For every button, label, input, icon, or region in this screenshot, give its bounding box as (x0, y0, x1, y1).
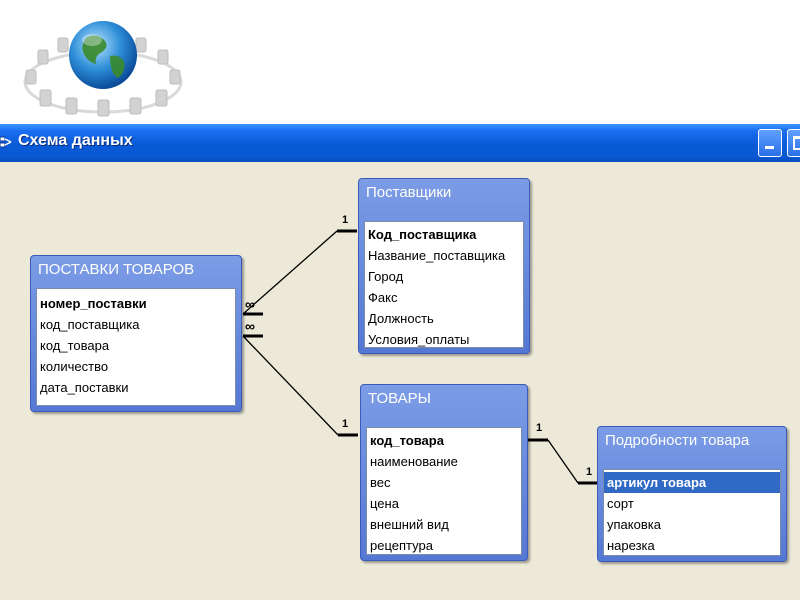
table-title: Поставщики (366, 184, 452, 201)
table-tovary[interactable]: ТОВАРЫ код_товара наименование вес цена … (360, 384, 528, 561)
diagram-canvas: ∞ ∞ 1 1 1 1 ПОСТАВКИ ТОВАРОВ номер_поста… (0, 162, 800, 600)
one-symbol: 1 (536, 422, 543, 434)
field-list: номер_поставки код_поставщика код_товара… (36, 288, 236, 406)
one-symbol: 1 (342, 418, 349, 430)
relationship-line-goods (242, 335, 339, 436)
table-postavshchiki[interactable]: Поставщики Код_поставщика Название_поста… (358, 178, 530, 354)
field-item[interactable]: Код_поставщика (368, 227, 477, 242)
field-item[interactable]: Название_поставщика (368, 248, 506, 263)
relationship-line-suppliers (242, 230, 338, 315)
field-item[interactable]: нарезка (607, 538, 655, 553)
relationships-window-icon (0, 136, 12, 148)
field-item[interactable]: рецептура (370, 538, 433, 553)
maximize-button[interactable] (787, 129, 800, 157)
relationship-line-details (547, 439, 579, 484)
one-symbol: 1 (342, 214, 349, 226)
relationship-lines (242, 229, 598, 485)
field-item[interactable]: Факс (368, 290, 398, 305)
field-item[interactable]: Должность (368, 311, 434, 326)
minimize-button[interactable] (758, 129, 782, 157)
field-item[interactable]: цена (370, 496, 399, 511)
title-bar[interactable]: Схема данных (0, 124, 800, 162)
field-item[interactable]: сорт (607, 496, 634, 511)
field-item[interactable]: Условия_оплаты (368, 332, 470, 347)
field-list: код_товара наименование вес цена внешний… (366, 427, 522, 555)
field-list: Код_поставщика Название_поставщика Город… (364, 221, 524, 348)
table-title: Подробности товара (605, 432, 750, 449)
table-podrobnosti-tovara[interactable]: Подробности товара артикул товара сорт у… (597, 426, 787, 562)
field-item[interactable]: номер_поставки (40, 296, 147, 311)
field-item[interactable]: наименование (370, 454, 458, 469)
field-item[interactable]: дата_поставки (40, 380, 129, 395)
field-list: артикул товара сорт упаковка нарезка (603, 469, 781, 556)
many-symbol: ∞ (245, 318, 255, 334)
field-item[interactable]: внешний вид (370, 517, 449, 532)
field-item[interactable]: упаковка (607, 517, 661, 532)
one-symbol: 1 (586, 466, 593, 478)
table-title: ПОСТАВКИ ТОВАРОВ (38, 261, 195, 278)
many-symbol: ∞ (245, 296, 255, 312)
globe-meeting-logo (23, 21, 183, 117)
field-item[interactable]: вес (370, 475, 391, 490)
field-item[interactable]: Город (368, 269, 404, 284)
field-item[interactable]: количество (40, 359, 109, 374)
relationship-window: Схема данных ∞ ∞ 1 1 1 1 ПО (0, 124, 800, 600)
field-item[interactable]: код_поставщика (40, 317, 140, 332)
field-item[interactable]: код_товара (40, 338, 110, 353)
table-postavki-tovarov[interactable]: ПОСТАВКИ ТОВАРОВ номер_поставки код_пост… (30, 255, 242, 412)
header-banner (0, 0, 800, 124)
field-item[interactable]: код_товара (370, 433, 444, 448)
field-item-selected[interactable]: артикул товара (604, 472, 780, 493)
window-title: Схема данных (18, 132, 133, 149)
table-title: ТОВАРЫ (368, 390, 431, 407)
